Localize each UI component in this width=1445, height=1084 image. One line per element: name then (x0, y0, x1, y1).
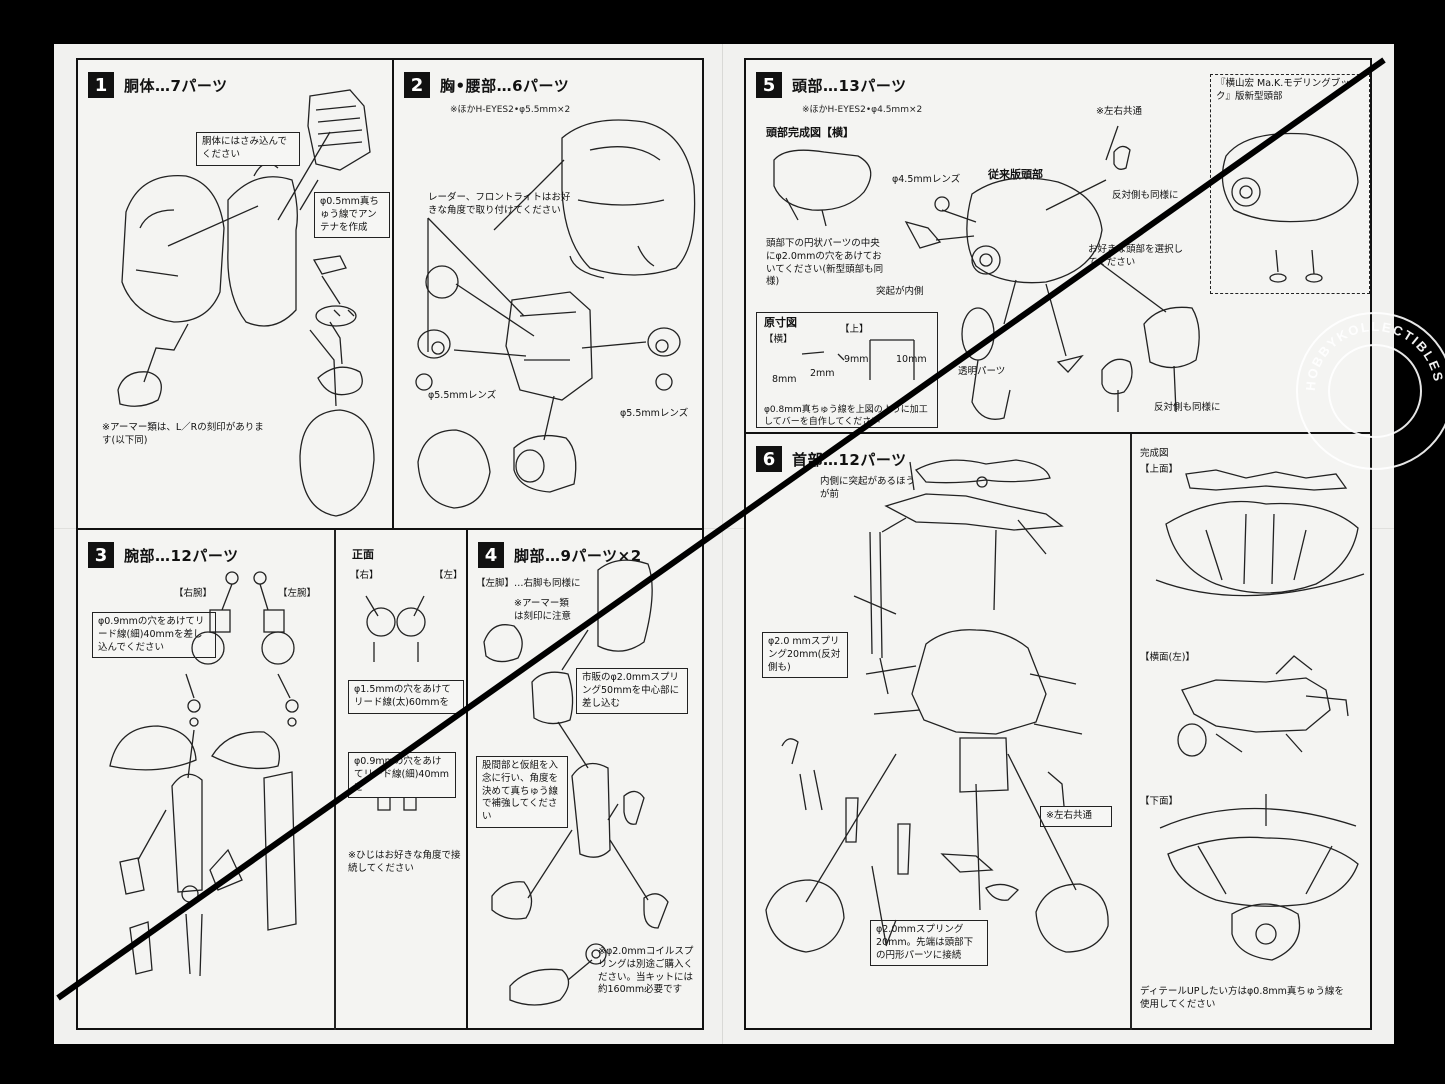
center-fold (722, 44, 723, 1044)
torso-parts-illustration (117, 89, 375, 517)
note-coil-spring: ※φ2.0mmコイルスプリングは別途ご購入ください。当キットには約160mm必要… (598, 946, 694, 996)
lens-label-left: φ5.5mmレンズ (428, 390, 497, 401)
note-sandwich: 胴体にはさみ込んでください (196, 132, 300, 166)
front-view-label: 正面 (352, 548, 374, 561)
lens-label-right: φ5.5mmレンズ (620, 408, 689, 419)
front-right-label: 【右】 (350, 570, 379, 581)
note-radar: レーダー、フロントライトはお好きな角度で取り付けてください (428, 192, 571, 216)
footnote-armor: ※アーマー類は、L／Rの刻印があります(以下同) (102, 422, 264, 446)
note-spring-50: 市販のφ2.0mmスプリング50mmを中心部に差し込む (576, 668, 688, 715)
completed-views-illustration (1155, 469, 1365, 961)
note-wire-thick: φ1.5mmの穴をあけてリード線(太)60mmを (348, 680, 464, 714)
front-left-label: 【左】 (434, 570, 463, 581)
chest-parts-illustration (415, 119, 696, 509)
note-wire-thin-2: φ0.9mmの穴をあけてリード線(細)40mmを (348, 752, 456, 799)
new-head-illustration (1221, 132, 1359, 283)
note-antenna: φ0.5mm真ちゅう線でアンテナを作成 (314, 192, 390, 239)
note-hip: 股間部と仮組を入念に行い、角度を決めて真ちゅう線で補強してください (476, 756, 568, 829)
footnote-elbow: ※ひじはお好きな角度で接続してください (348, 850, 461, 874)
